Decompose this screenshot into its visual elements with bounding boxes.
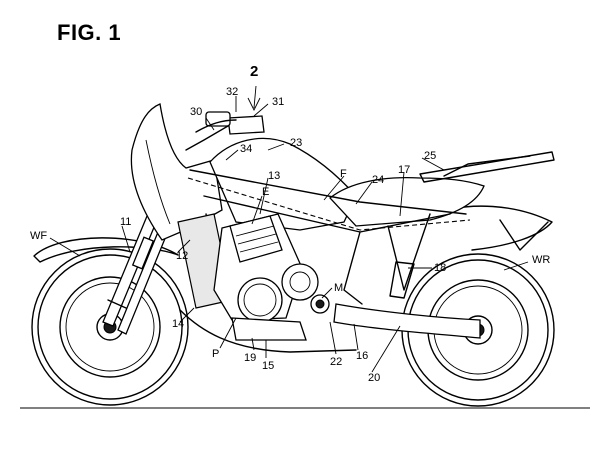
engine-block: [213, 213, 319, 341]
handlebar: [185, 111, 265, 151]
label-14: 14: [172, 318, 185, 330]
label-34: 34: [240, 143, 253, 155]
label-20: 20: [368, 372, 381, 384]
label-24: 24: [372, 174, 385, 186]
leader-lines: [49, 85, 529, 373]
label-16: 16: [356, 350, 369, 362]
label-15: 15: [262, 360, 275, 372]
label-25: 25: [424, 150, 437, 162]
label-F: F: [340, 168, 347, 180]
label-P: P: [212, 348, 220, 360]
tail-light: [499, 219, 549, 251]
label-19: 19: [244, 352, 257, 364]
front-fender: [33, 237, 179, 263]
label-23: 23: [290, 137, 303, 149]
label-17: 17: [398, 164, 411, 176]
label-view-arrow: 2: [250, 63, 259, 80]
fuel-tank: [209, 137, 357, 231]
label-WR: WR: [532, 254, 551, 266]
label-M: M: [334, 282, 344, 294]
rear-shock: [389, 261, 415, 299]
label-WF: WF: [30, 230, 48, 242]
rear-rack: [419, 151, 555, 183]
swingarm: [333, 303, 481, 339]
label-31: 31: [272, 96, 285, 108]
label-12: 12: [176, 250, 189, 262]
label-30: 30: [190, 106, 203, 118]
front-fairing: [130, 103, 223, 241]
seat: [329, 176, 485, 227]
label-13: 13: [268, 170, 281, 182]
label-E: E: [262, 186, 270, 198]
label-22: 22: [330, 356, 343, 368]
front-wheel: [31, 248, 189, 406]
label-32: 32: [226, 86, 239, 98]
label-18: 18: [434, 262, 447, 274]
label-11: 11: [120, 216, 132, 228]
figure-title: FIG. 1: [57, 20, 122, 45]
